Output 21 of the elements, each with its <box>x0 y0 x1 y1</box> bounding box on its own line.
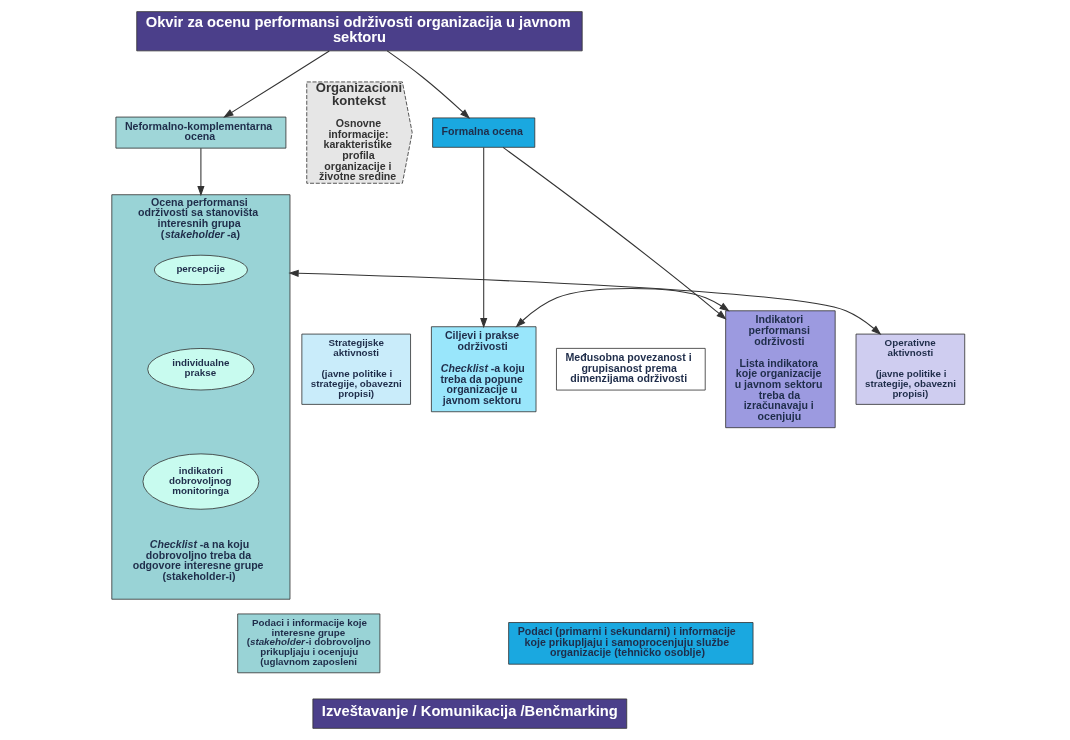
arrow <box>288 269 882 336</box>
node-box: Strategijske aktivnosti (javne politike i strategije, obavezni propisi) <box>301 333 411 405</box>
node-box: Operativne aktivnosti (javne politike i strategije, obavezni propisi) <box>855 333 966 405</box>
node-box: Okvir za ocenu performansi održivosti organizacija u javnom sektoru <box>136 11 583 52</box>
node-ellipse: percepcije <box>153 254 248 286</box>
arrow <box>223 50 330 118</box>
arrow <box>386 50 471 119</box>
arrow <box>502 146 727 320</box>
arrow <box>515 287 730 328</box>
arrow <box>197 147 205 197</box>
node-box: Ciljevi i prakse održivosti Checklist-a koju treba da popune organizacije u javnom sektoru <box>431 326 537 413</box>
node-box: Međusobna povezanost i grupisanost prema dimenzijama održivosti <box>556 347 706 391</box>
node-box: Izveštavanje / Komunikacija /Benčmarking <box>312 698 628 729</box>
node-box: Indikatori performansi održivosti Lista indikatora koje organizacije u javnom sektoru treba da izračunavaju i ocenjuju <box>725 310 836 429</box>
node-box: Formalna ocena <box>432 117 536 148</box>
node-box: Neformalno-komplementarna ocena <box>115 116 287 149</box>
arrow <box>480 146 488 329</box>
node-ellipse: indikatori dobrovoljnog monitoringa <box>142 453 260 510</box>
node-box: Podaci i informacije koje interesne grupe (stakeholder-i dobrovoljno prikupljaju i ocenjuju (uglavnom zaposleni <box>237 613 381 674</box>
node-box: Podaci (primarni i sekundarni) i informacije koje prikupljaju i samoprocenjuju službe organizacije (tehničko osoblje) <box>508 622 754 665</box>
node-ellipse: individualne prakse <box>147 348 255 391</box>
